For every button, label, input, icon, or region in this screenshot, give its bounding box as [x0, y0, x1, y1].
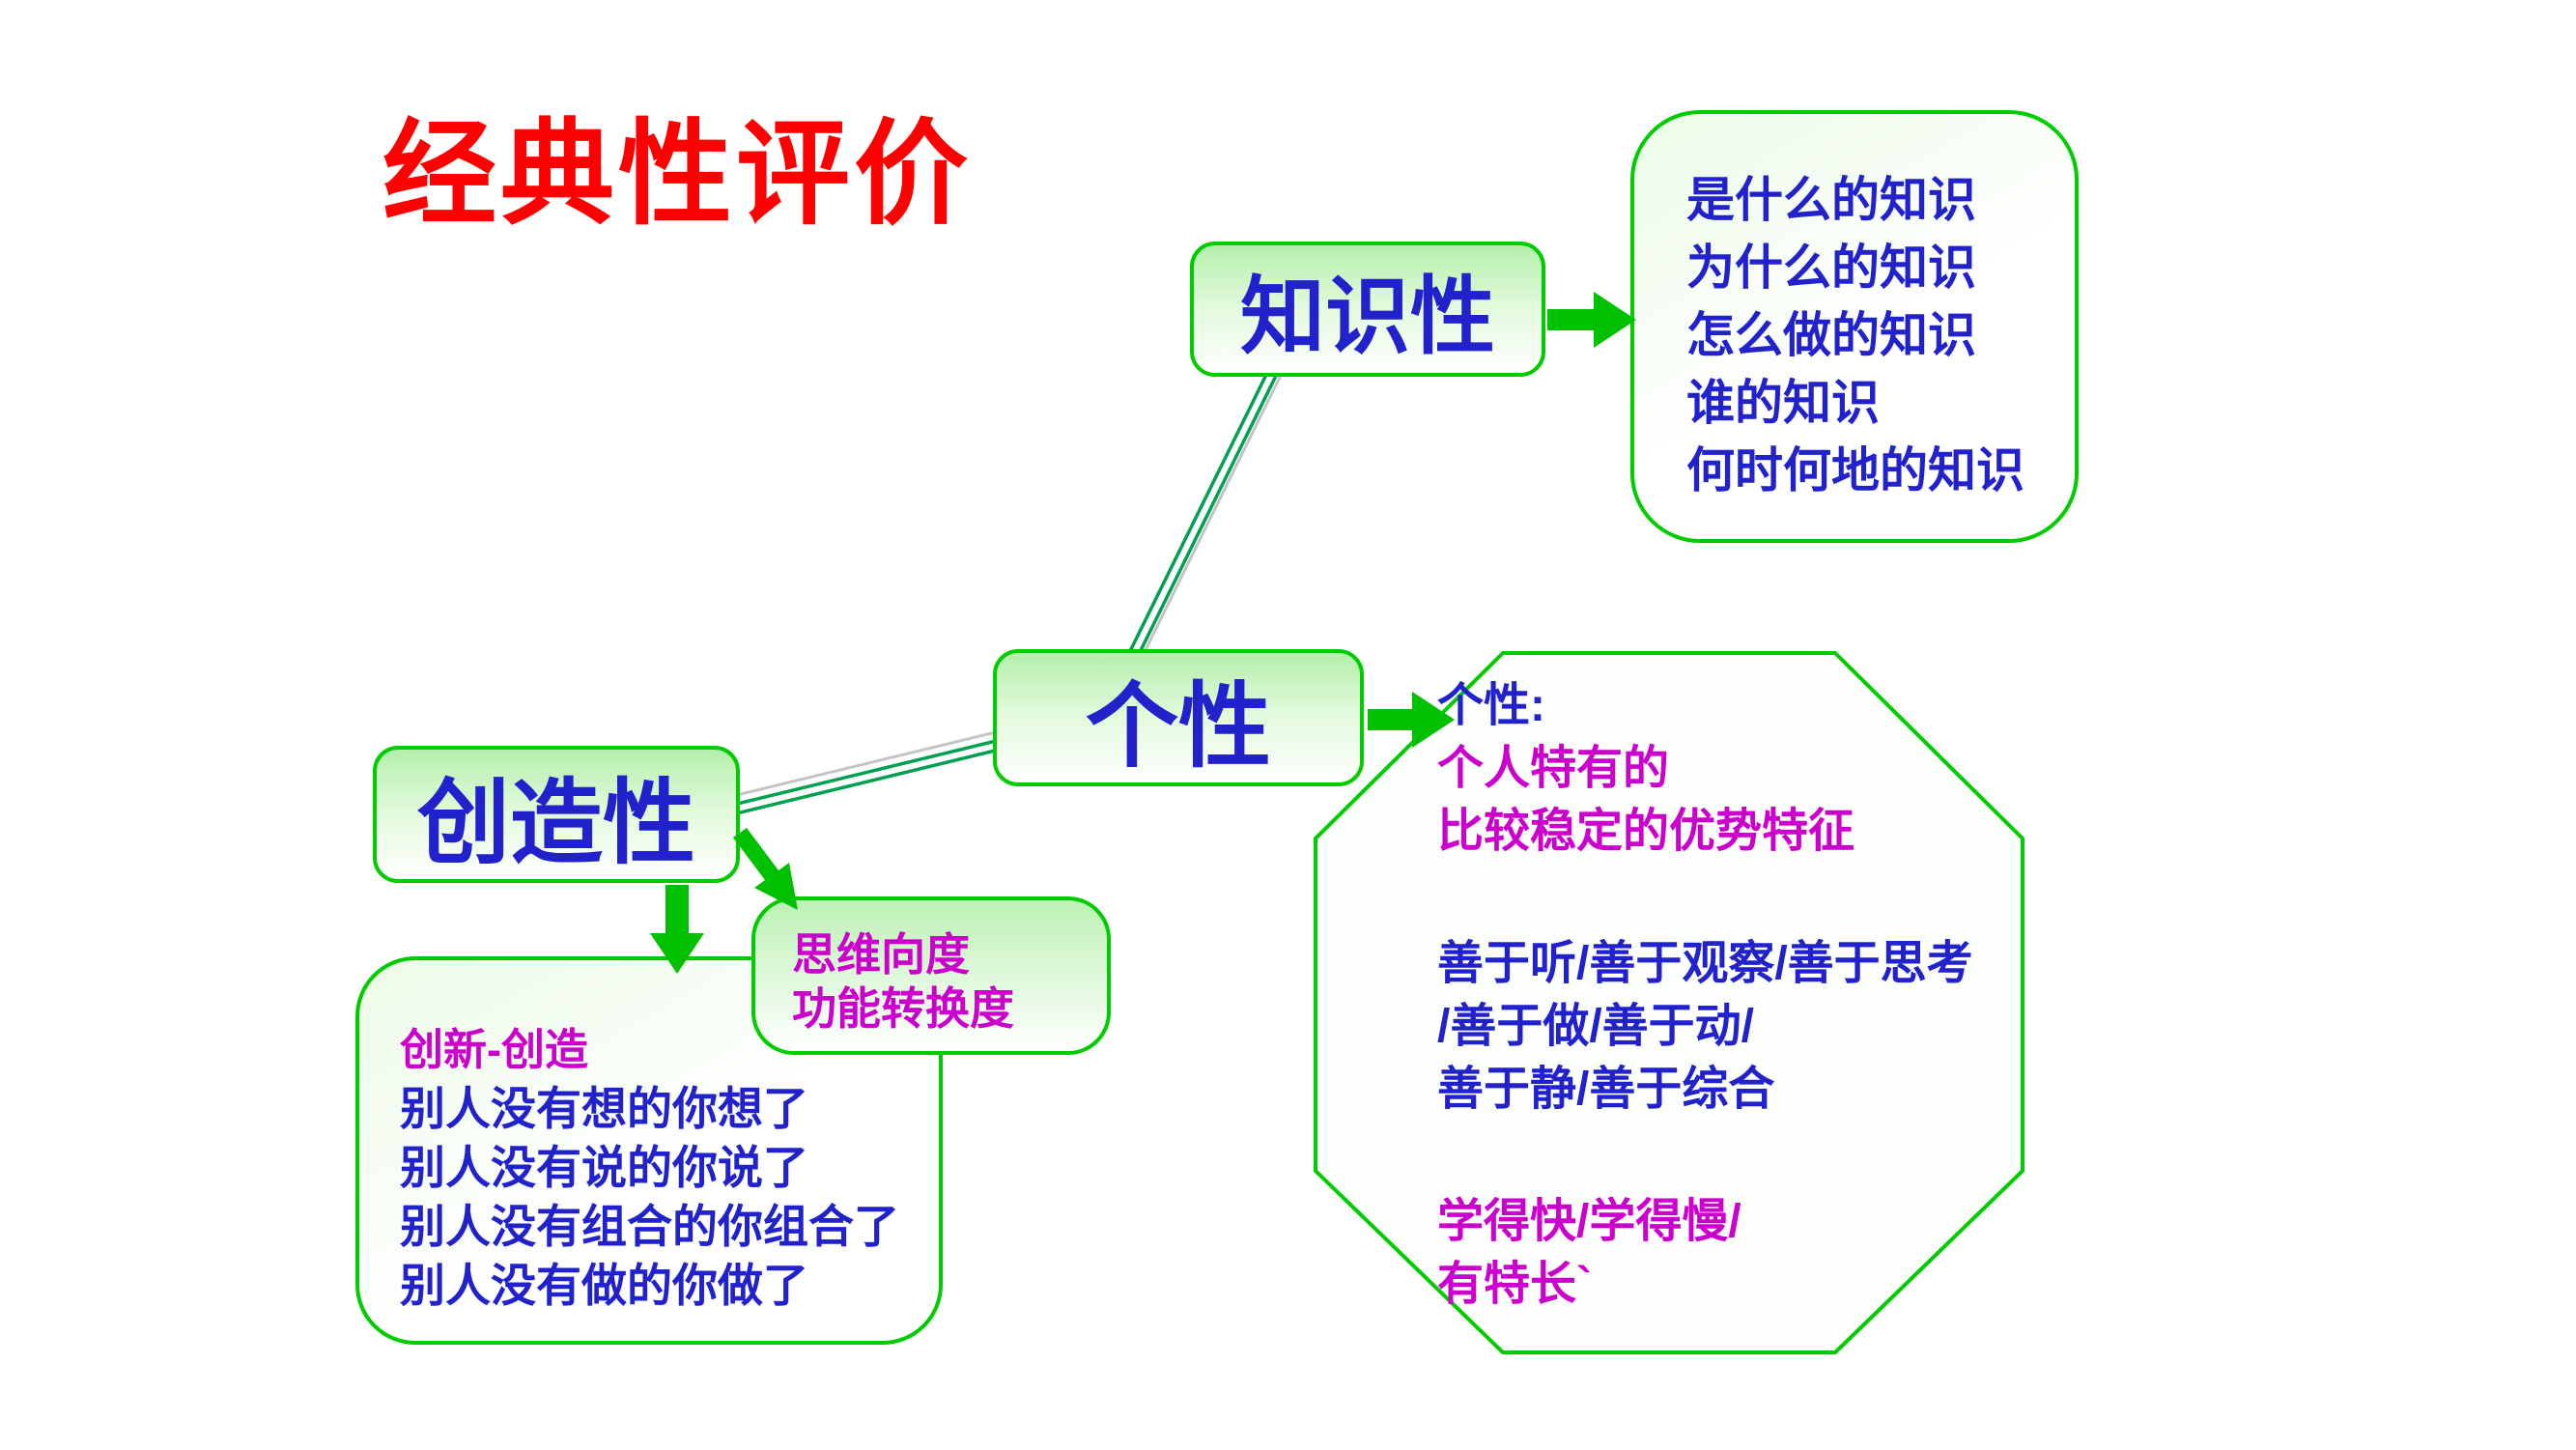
octagon-trait: 个人特有的 — [1437, 743, 1670, 794]
creation-panel: 创新-创造 别人没有想的你想了 别人没有说的你说了 别人没有组合的你组合了 别人… — [355, 956, 943, 1345]
knowledge-list-panel: 是什么的知识 为什么的知识 怎么做的知识 谁的知识 何时何地的知识 — [1630, 110, 2079, 543]
creation-line: 别人没有组合的你组合了 — [400, 1201, 899, 1252]
thinking-panel: 思维向度 功能转换度 — [751, 896, 1111, 1055]
node-personality-label: 个性 — [1086, 674, 1271, 779]
node-knowledge-label: 知识性 — [1239, 268, 1495, 364]
connector-knowledge-personality — [1119, 339, 1300, 674]
thinking-line: 功能转换度 — [792, 983, 1014, 1034]
octagon-trait: 比较稳定的优势特征 — [1437, 806, 1855, 857]
node-personality: 个性 — [993, 649, 1364, 786]
knowledge-line: 为什么的知识 — [1686, 241, 1976, 295]
creation-line: 别人没有做的你做了 — [400, 1260, 808, 1311]
octagon-heading: 个性: — [1437, 680, 1545, 731]
creation-line: 别人没有说的你说了 — [400, 1142, 808, 1193]
thinking-line: 思维向度 — [792, 929, 970, 980]
creation-line: 别人没有想的你想了 — [400, 1083, 808, 1134]
octagon-learning: 有特长` — [1437, 1259, 1592, 1310]
node-knowledge: 知识性 — [1190, 242, 1545, 377]
creation-heading: 创新-创造 — [400, 1025, 588, 1074]
knowledge-line: 谁的知识 — [1686, 376, 1880, 430]
node-creativity: 创造性 — [373, 746, 740, 883]
spacer — [1437, 863, 2075, 932]
arrow-knowledge-to-list — [1547, 292, 1636, 348]
octagon-strength: 善于听/善于观察/善于思考 — [1437, 938, 1973, 989]
octagon-learning: 学得快/学得慢/ — [1437, 1196, 1741, 1247]
octagon-strength: /善于做/善于动/ — [1437, 1001, 1755, 1052]
knowledge-line: 何时何地的知识 — [1686, 443, 2024, 498]
personality-octagon-text: 个性: 个人特有的 比较稳定的优势特征 善于听/善于观察/善于思考 /善于做/善… — [1437, 674, 2075, 1316]
octagon-strength: 善于静/善于综合 — [1437, 1064, 1775, 1115]
knowledge-line: 是什么的知识 — [1686, 173, 1976, 227]
knowledge-line: 怎么做的知识 — [1686, 308, 1976, 362]
spacer — [1437, 1121, 2075, 1190]
slide-title: 经典性评价 — [382, 111, 973, 239]
node-creativity-label: 创造性 — [417, 771, 695, 875]
